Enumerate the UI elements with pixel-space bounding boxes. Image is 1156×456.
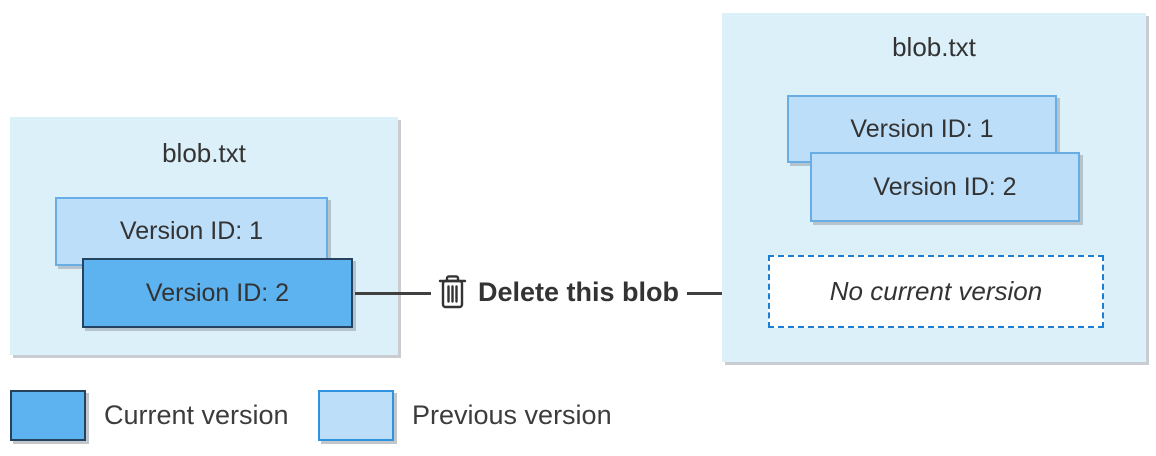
connector-line-right (687, 292, 755, 295)
legend-label-previous: Previous version (412, 400, 612, 430)
left-version-1-box: Version ID: 1 (55, 197, 328, 266)
right-version-2-label: Version ID: 2 (873, 172, 1017, 201)
right-blob-title: blob.txt (892, 32, 976, 62)
delete-action-label: Delete this blob (478, 277, 680, 307)
left-version-2-box: Version ID: 2 (82, 258, 353, 328)
legend-swatch-previous (318, 390, 394, 441)
left-version-1-label: Version ID: 1 (119, 217, 264, 245)
right-version-2-box: Version ID: 2 (810, 152, 1080, 222)
no-current-version-label: No current version (829, 276, 1043, 306)
no-current-version-box: No current version (768, 255, 1104, 328)
right-version-1-label: Version ID: 1 (850, 114, 994, 143)
connector-line-left (355, 292, 431, 295)
right-version-1-box: Version ID: 1 (787, 95, 1057, 163)
left-blob-title: blob.txt (162, 138, 246, 168)
legend-swatch-current (10, 390, 86, 441)
left-version-2-label: Version ID: 2 (145, 278, 290, 307)
trash-icon (434, 273, 471, 311)
legend-label-current: Current version (104, 400, 289, 430)
